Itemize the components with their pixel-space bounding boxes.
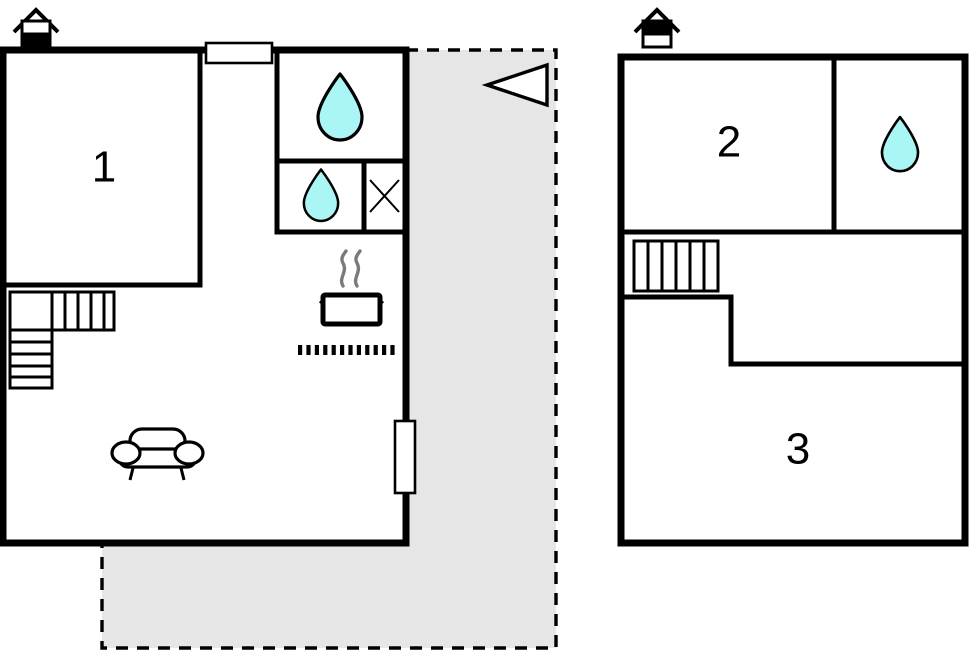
sofa-icon <box>110 427 205 481</box>
room-label-2: 2 <box>717 118 741 167</box>
house-ground-floor-icon <box>12 7 60 49</box>
upper-floor-building <box>617 53 969 547</box>
stair-hall-wall <box>624 294 962 367</box>
upper-floor-outer-wall <box>617 53 969 547</box>
terrace-fill <box>102 50 556 648</box>
direction-triangle-icon <box>481 62 549 108</box>
room-label-1: 1 <box>92 143 116 192</box>
room-label-3: 3 <box>786 425 810 474</box>
staircase-l-shaped-icon <box>8 290 116 390</box>
door-right-opening <box>393 419 417 495</box>
cooking-pot-icon <box>318 249 385 327</box>
cross-mark-icon <box>369 179 400 213</box>
room-1-partition-wall <box>3 52 203 288</box>
staircase-straight-icon <box>632 239 720 293</box>
house-upper-floor-icon <box>633 7 681 49</box>
window-top-opening <box>204 41 274 65</box>
terrace-region <box>100 48 558 650</box>
